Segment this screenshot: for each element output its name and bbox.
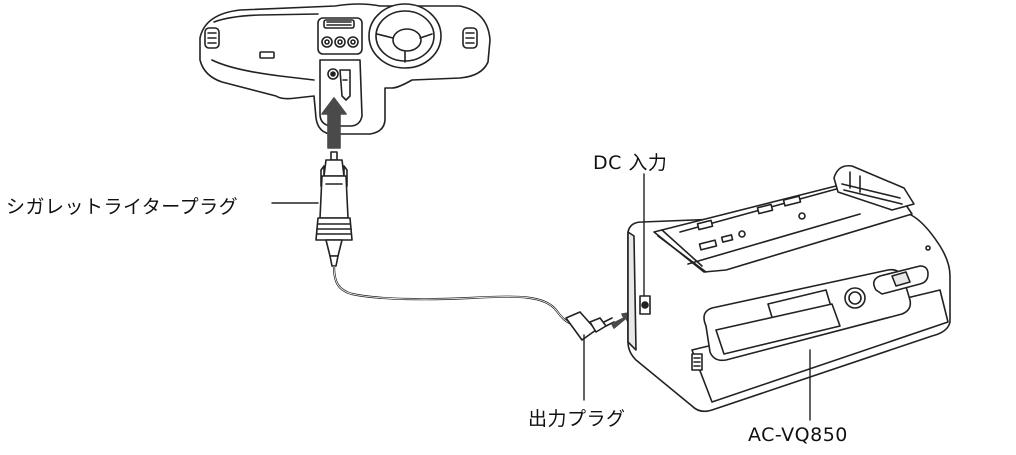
cigarette-lighter-plug-illustration xyxy=(315,151,353,267)
output-plug-illustration xyxy=(565,311,615,341)
insert-direction-arrow xyxy=(321,97,347,149)
charger-model-label: AC-VQ850 xyxy=(748,424,848,446)
power-cable xyxy=(332,264,574,326)
charger-illustration xyxy=(627,164,951,413)
dc-input-label: DC 入力 xyxy=(593,152,668,174)
output-plug-label: 出力プラグ xyxy=(528,408,626,430)
car-dashboard-illustration xyxy=(199,3,491,135)
leader-lines xyxy=(271,173,811,421)
cigarette-lighter-plug-label: シガレットライタープラグ xyxy=(6,196,239,218)
